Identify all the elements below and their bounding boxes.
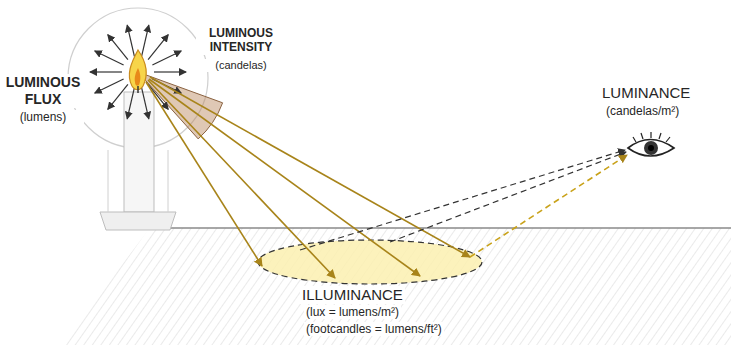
quantity-label: LUMINOUS FLUX [2,74,84,108]
holder-line [168,150,169,212]
flame [129,50,146,93]
unit-label: (lux = lumens/m²) [304,305,401,319]
candle-holder [100,212,176,230]
holder-line [108,150,109,212]
quantity-label: LUMINOUS INTENSITY [196,26,286,55]
candle-body [124,92,154,212]
floor-hatch [60,228,731,345]
reflected-lines [300,150,626,250]
quantity-label: ILLUMINANCE [300,286,405,304]
unit-label: (candelas/m²) [604,104,715,118]
reflected-ray [470,155,627,257]
unit-label: (candelas) [196,59,286,72]
unit-label: (lumens) [2,110,84,124]
light-rays [146,77,470,278]
illuminance-area [258,240,482,284]
quantity-label: LUMINANCE [600,84,715,102]
eye [628,132,674,156]
unit-label: (footcandles = lumens/ft²) [304,322,444,336]
